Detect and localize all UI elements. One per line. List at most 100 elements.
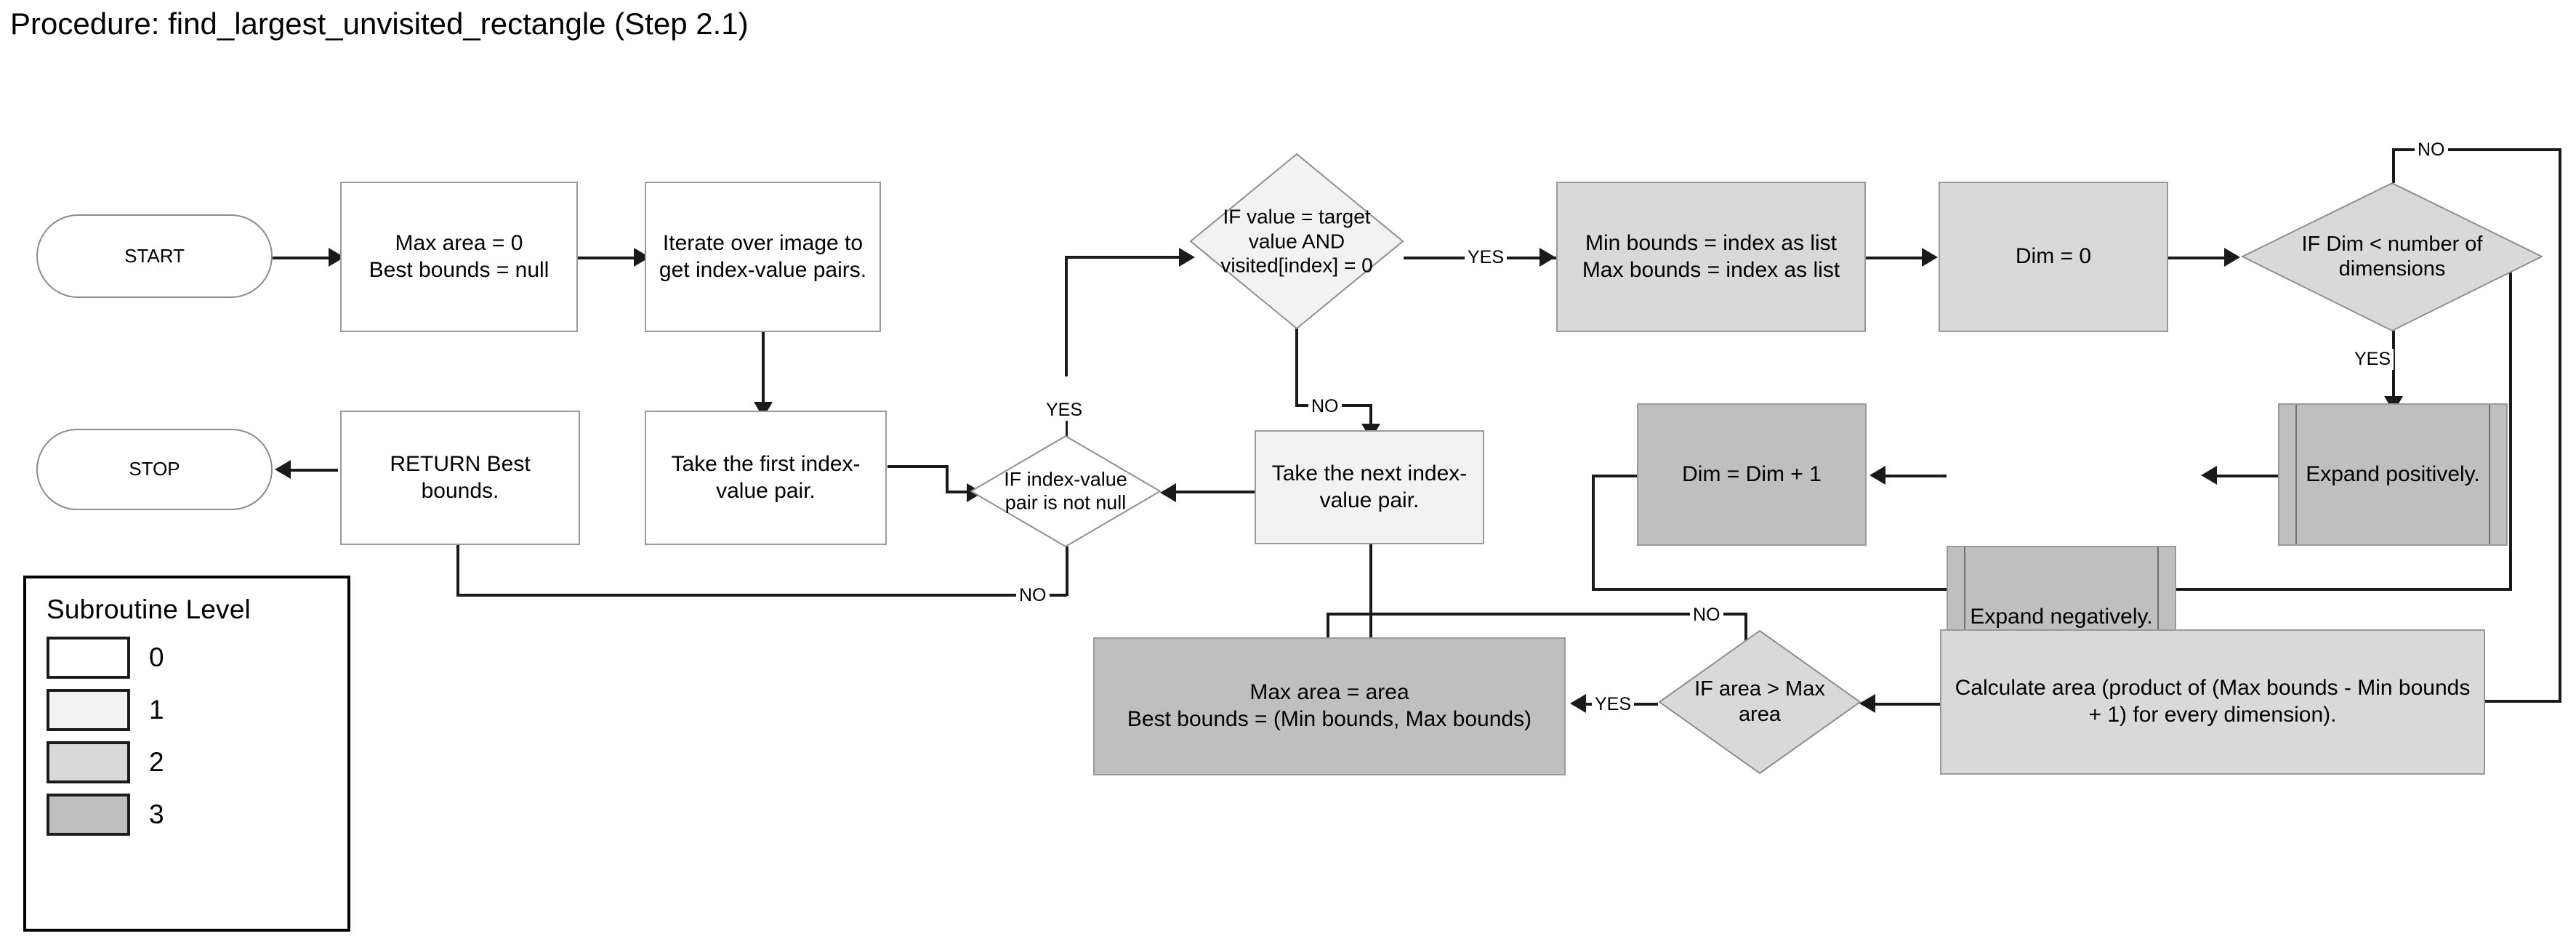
diamond-shape	[1658, 629, 1861, 775]
node-if-area-greater[interactable]: IF area > Max area	[1658, 629, 1861, 775]
page-title: Procedure: find_largest_unvisited_rectan…	[10, 7, 749, 41]
edge-expandneg-to-diminc	[1875, 475, 1947, 477]
edge-label-yes-area: YES	[1592, 694, 1635, 715]
edge-init-to-iterate	[578, 257, 636, 259]
edge-expandpos-to-expandneg	[2207, 475, 2278, 477]
node-set-bounds-line1: Min bounds = index as list	[1585, 230, 1838, 255]
node-init[interactable]: Max area = 0 Best bounds = null	[340, 182, 578, 332]
edge-setbest-up	[1369, 509, 1372, 644]
edge-label-no-area: NO	[1690, 605, 1723, 626]
edge-takefirst-right	[887, 465, 949, 468]
edge-return-to-stop	[280, 469, 338, 472]
node-if-value-target-label: IF value = target value AND visited[inde…	[1220, 205, 1373, 277]
edge-label-yes-notnull: YES	[1043, 400, 1086, 421]
legend-swatch-1	[47, 689, 130, 731]
node-dim-increment-label: Dim = Dim + 1	[1682, 461, 1822, 486]
node-set-best-line1: Max area = area	[1249, 680, 1409, 705]
node-start[interactable]: START	[36, 214, 273, 298]
edge-takefirst-to-ifnotnull	[946, 491, 981, 493]
edge-ifarea-no-left	[1327, 613, 1747, 616]
node-set-best[interactable]: Max area = area Best bounds = (Min bound…	[1093, 637, 1566, 775]
node-stop[interactable]: STOP	[36, 429, 273, 510]
node-set-bounds[interactable]: Min bounds = index as list Max bounds = …	[1556, 182, 1866, 332]
edge-label-no-dim: NO	[2415, 140, 2448, 161]
edge-takefirst-down	[946, 465, 949, 493]
node-dim-zero[interactable]: Dim = 0	[1939, 182, 2168, 332]
edge-ifarea-no-down	[1327, 613, 1329, 643]
node-calculate-area-label: Calculate area (product of (Max bounds -…	[1955, 676, 2471, 727]
edge-label-no-target: NO	[1308, 396, 1342, 417]
edge-ifnotnull-yes-stub	[1066, 407, 1068, 437]
edge-label-no-notnull: NO	[1016, 585, 1050, 606]
node-expand-positively[interactable]: Expand positively.	[2278, 403, 2508, 546]
legend-item-1: 1	[47, 689, 347, 731]
legend-item-3: 3	[47, 794, 347, 836]
node-if-index-not-null[interactable]: IF index-value pair is not null	[970, 435, 1162, 548]
edge-calcarea-to-ifarea	[1866, 703, 1940, 706]
node-dim-zero-label: Dim = 0	[2015, 244, 2092, 269]
node-iterate-label: Iterate over image to get index-value pa…	[659, 230, 867, 282]
legend-swatch-3	[47, 794, 130, 836]
legend-label-0: 0	[149, 642, 164, 672]
node-if-index-not-null-label: IF index-value pair is not null	[1004, 468, 1127, 514]
node-set-best-line2: Best bounds = (Min bounds, Max bounds)	[1127, 707, 1532, 731]
arrowhead-ifnotnull-right	[1160, 483, 1176, 502]
legend-swatch-0	[47, 637, 130, 679]
arrowhead-stop	[275, 460, 291, 479]
node-iterate[interactable]: Iterate over image to get index-value pa…	[645, 182, 881, 332]
node-take-next-label: Take the next index-value pair.	[1271, 461, 1468, 512]
node-dim-increment[interactable]: Dim = Dim + 1	[1637, 403, 1867, 546]
node-return-label: RETURN Best bounds.	[390, 451, 531, 503]
legend-label-3: 3	[149, 799, 164, 829]
node-init-line2: Best bounds = null	[369, 257, 550, 282]
node-take-next[interactable]: Take the next index-value pair.	[1255, 430, 1484, 544]
edge-diminc-down	[1592, 475, 1595, 591]
edge-takenext-to-ifnotnull	[1163, 491, 1257, 493]
edge-iterate-to-takefirst	[762, 331, 765, 411]
diamond-shape	[2241, 182, 2543, 332]
node-return[interactable]: RETURN Best bounds.	[340, 411, 580, 545]
node-stop-label: STOP	[129, 458, 180, 480]
arrowhead-ifarea-right	[1859, 694, 1875, 713]
arrowhead-setbounds	[1539, 248, 1555, 267]
node-expand-negatively-label: Expand negatively.	[1970, 604, 2153, 629]
legend-label-1: 1	[149, 695, 164, 725]
legend-label-2: 2	[149, 747, 164, 777]
arrowhead-diminc-right	[1869, 466, 1885, 485]
edge-ifnotnull-no-down	[1066, 546, 1068, 596]
node-expand-positively-label: Expand positively.	[2306, 461, 2480, 486]
diamond-shape	[1189, 153, 1404, 330]
arrowhead-expandneg-right	[2201, 466, 2217, 485]
node-if-dim[interactable]: IF Dim < number of dimensions	[2241, 182, 2543, 332]
node-calculate-area[interactable]: Calculate area (product of (Max bounds -…	[1940, 629, 2485, 775]
node-take-first[interactable]: Take the first index-value pair.	[645, 411, 887, 545]
arrowhead-iftarget-left	[1179, 248, 1195, 267]
legend-swatch-2	[47, 741, 130, 783]
edge-label-yes-dim: YES	[2351, 349, 2394, 370]
arrowhead-ifdim-left	[2224, 248, 2240, 267]
edge-diminc-up	[2509, 265, 2512, 591]
edge-ifdim-no-right	[2392, 148, 2561, 151]
node-set-bounds-line2: Max bounds = index as list	[1582, 257, 1840, 282]
legend-title: Subroutine Level	[47, 594, 251, 624]
edge-start-to-init	[273, 257, 332, 259]
edge-dim0-to-ifdim	[2168, 257, 2228, 259]
node-if-area-greater-label: IF area > Max area	[1694, 677, 1825, 726]
node-init-line1: Max area = 0	[395, 230, 523, 255]
edge-ifnotnull-yes-up	[1065, 256, 1068, 376]
node-take-first-label: Take the first index-value pair.	[671, 451, 861, 503]
arrowhead-setbest-right	[1570, 694, 1586, 713]
diamond-shape	[970, 435, 1162, 548]
edge-ifdim-no-left	[2470, 700, 2560, 703]
edge-ifdim-no-up	[2392, 148, 2395, 183]
edge-ifnotnull-no-up	[456, 534, 459, 595]
node-start-label: START	[124, 244, 185, 267]
edge-ifnotnull-no-left	[456, 594, 1067, 597]
node-if-value-target[interactable]: IF value = target value AND visited[inde…	[1189, 153, 1404, 330]
edge-ifarea-no-up	[1744, 613, 1747, 643]
legend-item-0: 0	[47, 637, 347, 679]
edge-iftarget-no-down2	[1369, 404, 1372, 432]
arrowhead-dim0	[1922, 248, 1938, 267]
edge-setbounds-to-dim0	[1866, 257, 1925, 259]
